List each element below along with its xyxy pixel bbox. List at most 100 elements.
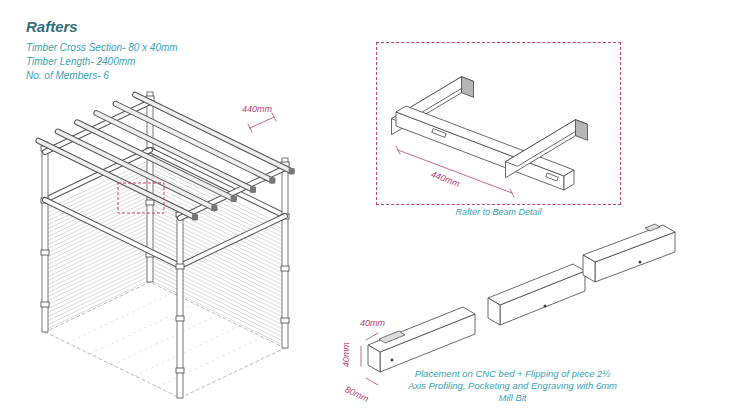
rafter	[77, 122, 234, 199]
wall-slat	[150, 232, 285, 298]
beam	[45, 102, 150, 152]
wall-slat	[45, 212, 150, 262]
spec-line: Timber Cross Section- 80 x 40mm	[26, 42, 178, 55]
rafter-end	[250, 187, 256, 193]
wall-slat	[45, 240, 150, 290]
rafter-end	[231, 196, 237, 202]
pergola-drawing	[38, 92, 294, 398]
rafter	[58, 132, 215, 209]
rail	[45, 200, 180, 266]
rafter	[38, 141, 195, 218]
wall-slat	[150, 280, 285, 346]
beam	[180, 168, 285, 218]
dimension-label: 440mm	[242, 104, 272, 115]
dimension-line	[361, 346, 362, 366]
wall-slat	[45, 252, 150, 302]
title: Rafters	[26, 18, 78, 35]
floor-line	[113, 315, 218, 365]
wall-slat	[45, 276, 150, 326]
spec-line: No. of Members- 6	[26, 70, 109, 83]
wall-slat	[45, 268, 150, 318]
wall-slat	[45, 264, 150, 314]
rafter-end	[289, 168, 295, 174]
rafter-end	[269, 177, 275, 183]
pocket	[379, 331, 405, 343]
dimension-line	[366, 378, 378, 385]
post-joint	[41, 302, 49, 307]
dimension-line	[398, 150, 512, 193]
timber-face	[583, 225, 675, 262]
post-joint	[176, 316, 184, 321]
dimension-label: 40mm	[360, 318, 385, 329]
dimension-line	[366, 333, 378, 340]
floor-line	[135, 326, 240, 376]
wall-slat	[45, 224, 150, 274]
post-joint	[146, 200, 154, 205]
rafter-end	[211, 205, 217, 211]
wall-slat	[150, 268, 285, 334]
dimension-label: 80mm	[343, 384, 370, 405]
timber-face	[506, 120, 588, 167]
rail	[180, 216, 285, 266]
wall-slat	[45, 272, 150, 322]
post	[282, 158, 288, 348]
timber-end	[488, 298, 500, 325]
post-joint	[41, 250, 49, 255]
wall-slat	[45, 244, 150, 294]
joint-detail-drawing	[392, 77, 588, 197]
wall-slat	[150, 212, 285, 278]
notch	[645, 224, 660, 231]
dimension-tick	[272, 113, 276, 121]
dimension-tick	[510, 189, 514, 197]
wall-slat	[150, 224, 285, 290]
dimension-label: 40mm	[341, 342, 352, 367]
wall-slat	[150, 260, 285, 326]
rail	[180, 216, 285, 266]
wall-slat	[150, 244, 285, 310]
pocket	[432, 129, 447, 138]
timber-end	[462, 77, 474, 98]
wall-slat	[150, 256, 285, 322]
wall-slat	[150, 264, 285, 330]
wall-slat	[150, 276, 285, 342]
wall-slat	[45, 260, 150, 310]
floor-outline	[45, 282, 150, 332]
detail-frame: Rafter to Beam Detail	[376, 42, 621, 205]
drill-hole	[639, 261, 642, 264]
beam	[180, 168, 285, 218]
spec-line: Timber Length- 2400mm	[26, 56, 135, 69]
wall-slat	[150, 216, 285, 282]
wall-slat	[45, 232, 150, 282]
rafter-end	[192, 214, 198, 220]
timber-end	[576, 120, 588, 141]
timber-face	[488, 264, 585, 305]
cnc-pieces-drawing	[361, 224, 675, 385]
rail	[45, 150, 150, 200]
beam	[45, 102, 150, 152]
drill-hole	[544, 305, 547, 308]
wall-slat	[45, 208, 150, 258]
timber-end	[583, 255, 595, 282]
wall-slat	[45, 172, 150, 222]
wall-slat	[45, 196, 150, 246]
dimension-tick	[248, 124, 252, 132]
floor-outline	[180, 348, 285, 398]
floor-line	[158, 337, 263, 387]
dimension-line	[250, 117, 274, 128]
rafter	[38, 141, 195, 218]
wall-slat	[45, 228, 150, 278]
timber-face	[368, 307, 475, 352]
drill-hole	[391, 359, 394, 362]
wall-slat	[45, 192, 150, 242]
timber-end	[368, 345, 380, 372]
post-joint	[176, 264, 184, 269]
post	[177, 208, 183, 398]
post-joint	[281, 266, 289, 271]
wall-slat	[45, 256, 150, 306]
dimension-tick	[396, 146, 400, 154]
wall-slat	[45, 248, 150, 298]
detail-marker	[118, 183, 164, 213]
wall-slat	[150, 272, 285, 338]
rail	[45, 150, 150, 200]
wall-slat	[150, 200, 285, 266]
